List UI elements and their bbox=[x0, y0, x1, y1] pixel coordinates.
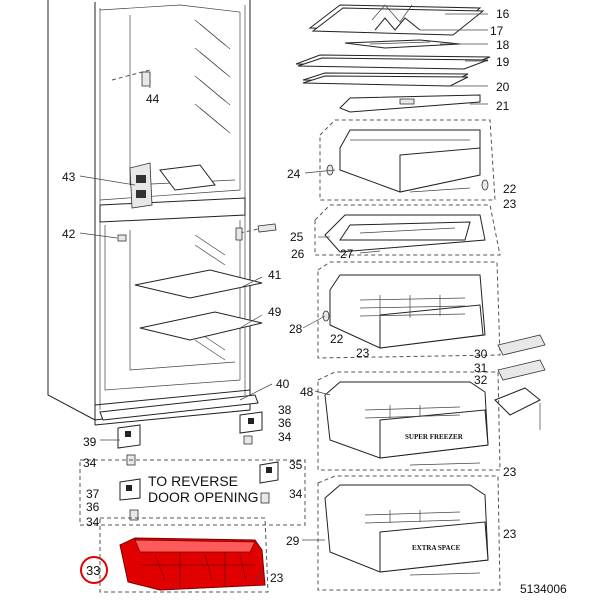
callout-18: 18 bbox=[496, 38, 510, 52]
callout-21: 21 bbox=[496, 99, 510, 113]
part-40-plate bbox=[99, 394, 259, 421]
callout-17: 17 bbox=[490, 24, 504, 38]
shelf-rails bbox=[194, 19, 231, 134]
parts-column: SUPER FREEZER EXTRA SPACE bbox=[295, 4, 546, 591]
callout-16: 16 bbox=[496, 7, 510, 21]
drawer-29-grid bbox=[364, 510, 461, 524]
callout-31: 31 bbox=[474, 361, 488, 375]
callout-49: 49 bbox=[268, 305, 282, 319]
callout-40: 40 bbox=[276, 377, 290, 391]
callout-22-upper: 22 bbox=[503, 182, 517, 196]
part-41-shelf bbox=[134, 269, 263, 299]
callout-35: 35 bbox=[289, 458, 303, 472]
bracket-left-39 bbox=[117, 424, 141, 466]
callout-33: 33 bbox=[86, 563, 100, 578]
callout-41: 41 bbox=[268, 268, 282, 282]
callout-36-left: 36 bbox=[86, 500, 100, 514]
callout-27: 27 bbox=[340, 247, 354, 261]
leader-lines bbox=[79, 13, 488, 583]
callout-30: 30 bbox=[474, 347, 488, 361]
callout-23-lower: 23 bbox=[503, 465, 517, 479]
reverse-door-kit: TO REVERSE DOOR OPENING bbox=[79, 459, 306, 526]
callout-42: 42 bbox=[62, 227, 76, 241]
note-line-1: TO REVERSE bbox=[148, 473, 238, 489]
callout-48: 48 bbox=[300, 385, 314, 399]
callout-23-upper: 23 bbox=[503, 197, 517, 211]
callout-19: 19 bbox=[496, 55, 510, 69]
callout-37: 37 bbox=[86, 487, 100, 501]
callout-22-lower: 22 bbox=[330, 332, 344, 346]
callout-20: 20 bbox=[496, 80, 510, 94]
drawer-label-extra-space: EXTRA SPACE bbox=[412, 544, 461, 552]
note-line-2: DOOR OPENING bbox=[148, 489, 258, 505]
callout-34-right-upper: 34 bbox=[278, 430, 292, 444]
drawer-48-grid bbox=[364, 405, 461, 419]
callout-28: 28 bbox=[289, 322, 303, 336]
callout-44: 44 bbox=[146, 92, 160, 106]
part-49-shelf bbox=[139, 311, 263, 341]
diagram-number: 5134006 bbox=[520, 582, 567, 596]
part-25-hinge bbox=[235, 223, 277, 241]
callout-34-left-upper: 34 bbox=[83, 456, 97, 470]
bracket-right-38 bbox=[239, 411, 263, 445]
drawer-label-super-freezer: SUPER FREEZER bbox=[405, 433, 464, 441]
part-43-thermostat bbox=[129, 162, 216, 209]
part-42-plug bbox=[117, 234, 127, 242]
cabinet-body bbox=[47, 0, 251, 426]
highlight-ring bbox=[80, 556, 108, 584]
callout-38: 38 bbox=[278, 403, 292, 417]
callout-39: 39 bbox=[83, 435, 97, 449]
callout-29: 29 bbox=[286, 534, 300, 548]
callout-34-right-lower: 34 bbox=[289, 487, 303, 501]
callout-labels: 16 17 18 19 20 21 24 22 23 25 26 27 28 2… bbox=[62, 7, 517, 585]
part-44-light bbox=[111, 69, 151, 88]
callout-23-bottom-right: 23 bbox=[503, 527, 517, 541]
part-33-drawer bbox=[80, 517, 269, 593]
callout-36-right: 36 bbox=[278, 416, 292, 430]
callout-23-bottom-left: 23 bbox=[270, 571, 284, 585]
callout-24: 24 bbox=[287, 167, 301, 181]
callout-26: 26 bbox=[291, 247, 305, 261]
callout-23-mid: 23 bbox=[356, 346, 370, 360]
callout-32: 32 bbox=[474, 373, 488, 387]
callout-43: 43 bbox=[62, 170, 76, 184]
drawer-28-grid bbox=[359, 295, 466, 320]
callout-34-left-lower: 34 bbox=[86, 515, 100, 529]
callout-25: 25 bbox=[290, 230, 304, 244]
